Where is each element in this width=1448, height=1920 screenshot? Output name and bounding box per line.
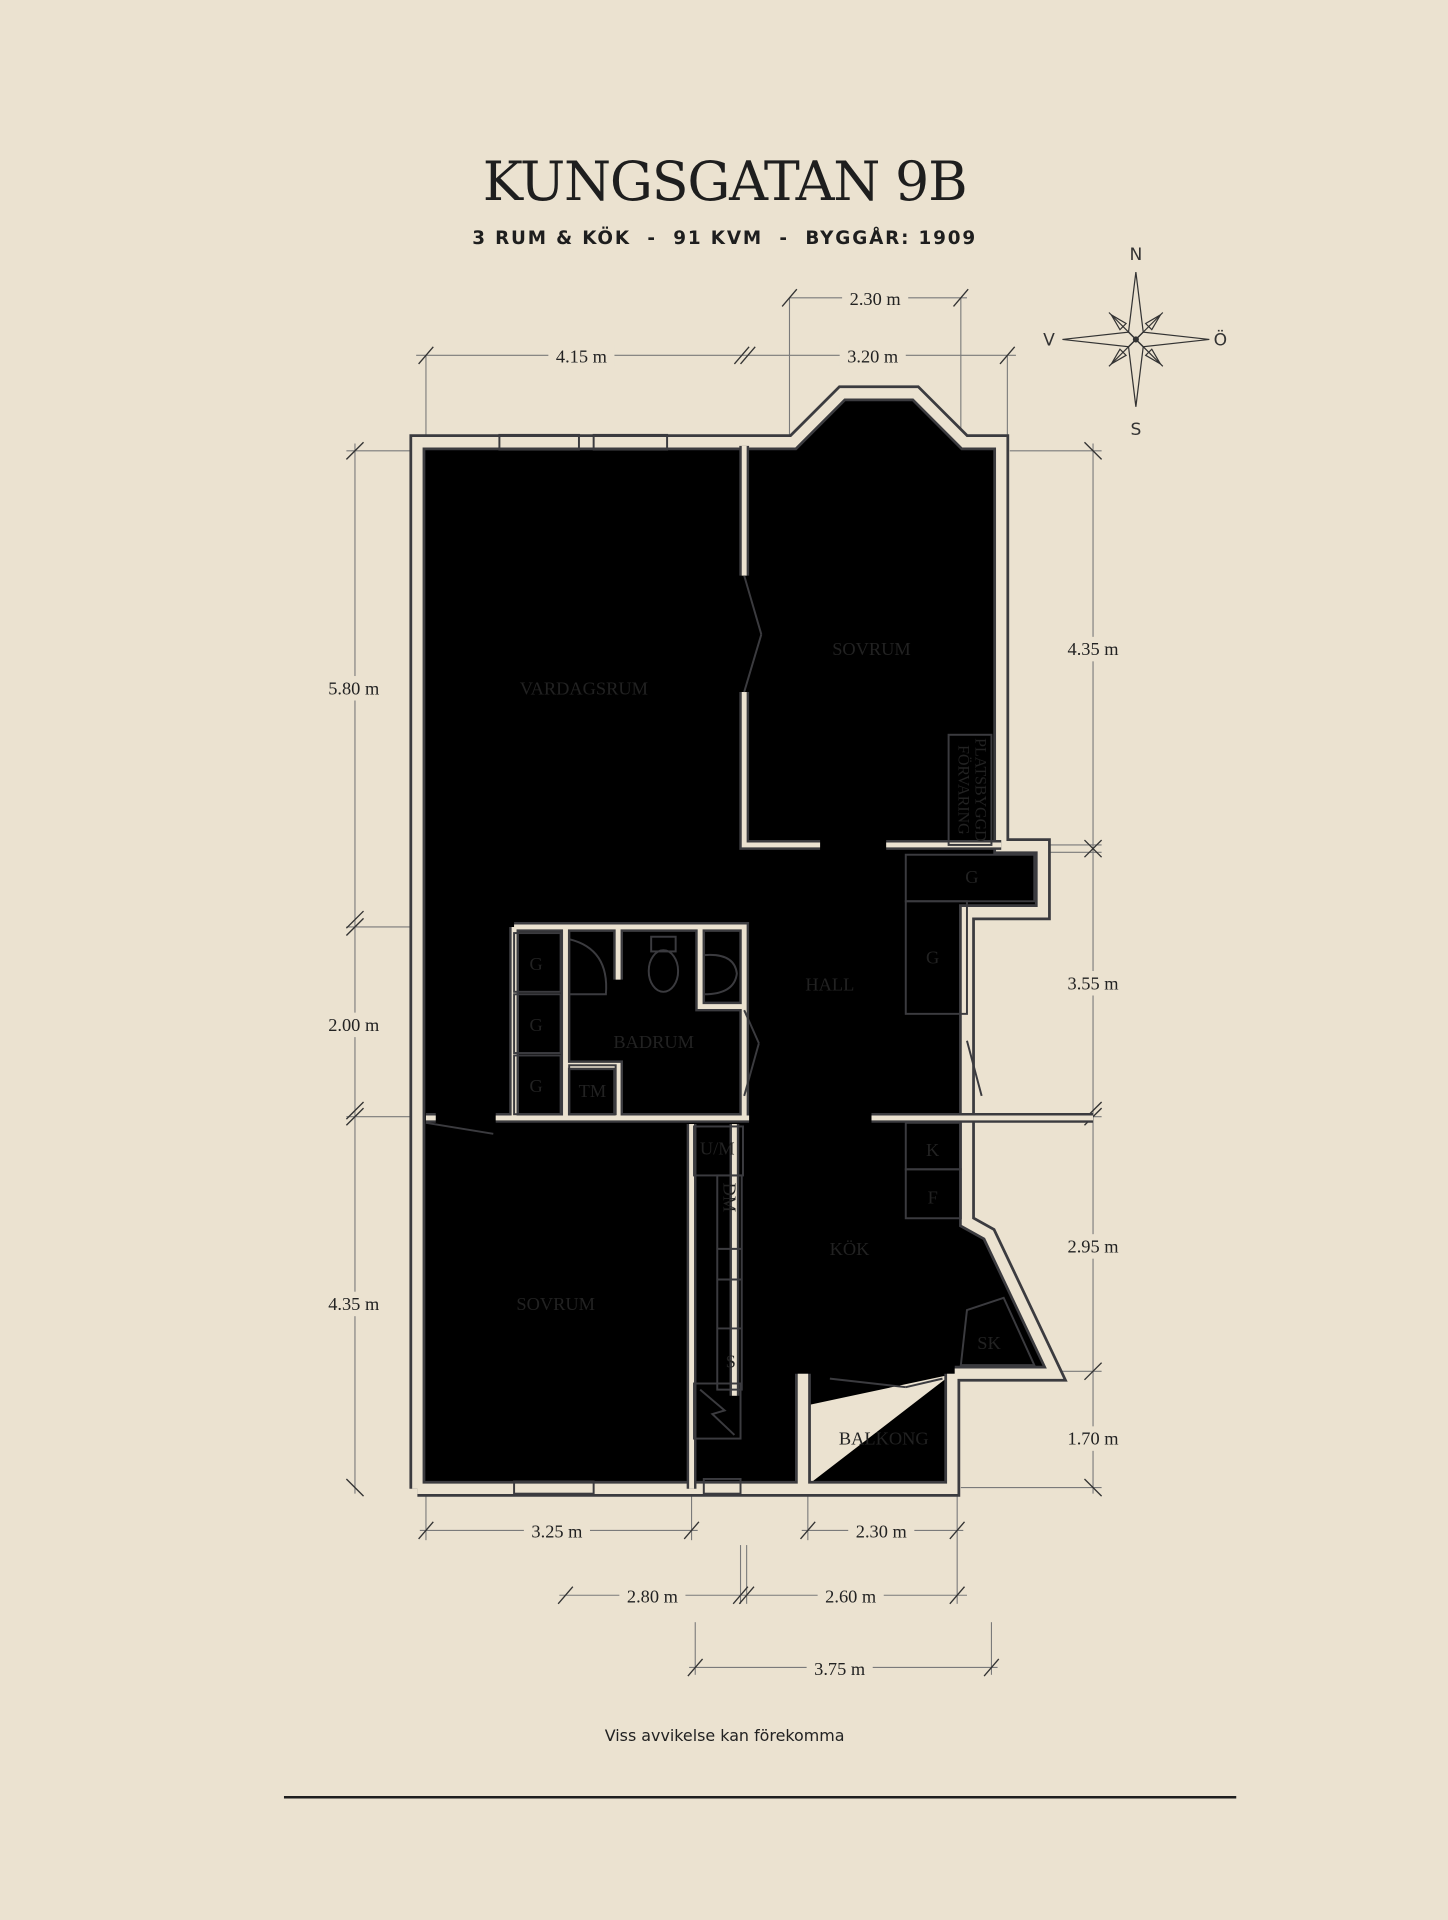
room-balkong: BALKONG	[839, 1429, 929, 1449]
closet-g: G	[529, 1015, 542, 1035]
closet-g: G	[926, 948, 939, 968]
dim-bottom-1a: 3.25 m	[531, 1522, 582, 1542]
compass-rose-icon	[1062, 272, 1210, 407]
dishwasher-dm: DM	[719, 1183, 739, 1213]
room-vardagsrum: VARDAGSRUM	[520, 678, 648, 698]
room-sovrum-bottom: SOVRUM	[516, 1294, 595, 1314]
dim-bottom-2b: 2.60 m	[825, 1587, 876, 1607]
freezer-f: F	[928, 1188, 938, 1208]
sink-s: S	[726, 1352, 736, 1372]
dim-bottom-3: 3.75 m	[814, 1659, 865, 1679]
storage-label-2: FÖRVARING	[954, 745, 972, 834]
storage-label-1: PLATSBYGGD	[972, 738, 989, 841]
dim-bottom-1b: 2.30 m	[856, 1522, 907, 1542]
closet-g: G	[529, 1076, 542, 1096]
washing-machine-tm: TM	[579, 1081, 607, 1101]
compass-north: N	[1129, 245, 1142, 265]
dim-top-bay: 2.30 m	[850, 289, 901, 309]
room-sovrum-top: SOVRUM	[832, 639, 911, 659]
dim-right-2: 3.55 m	[1068, 973, 1119, 993]
compass-west: V	[1043, 331, 1055, 351]
subtitle: 3 RUM & KÖK - 91 KVM - BYGGÅR: 1909	[472, 226, 977, 249]
room-badrum: BADRUM	[613, 1032, 694, 1052]
compass-east: Ö	[1214, 329, 1227, 351]
dim-left-3: 4.35 m	[328, 1294, 379, 1314]
room-kok: KÖK	[830, 1239, 871, 1259]
fridge-k: K	[926, 1140, 940, 1160]
dim-right-4: 1.70 m	[1068, 1429, 1119, 1449]
dim-left-1: 5.80 m	[328, 678, 379, 698]
dim-bottom-2a: 2.80 m	[627, 1587, 678, 1607]
dim-top-right: 3.20 m	[847, 347, 898, 367]
doors-and-details	[425, 433, 1036, 1495]
oven-um: U/M	[700, 1139, 735, 1159]
dim-right-3: 2.95 m	[1068, 1237, 1119, 1257]
dim-left-2: 2.00 m	[328, 1015, 379, 1035]
closet-g: G	[529, 954, 542, 974]
compass-south: S	[1130, 420, 1141, 440]
dim-right-1: 4.35 m	[1068, 639, 1119, 659]
cabinet-sk: SK	[977, 1333, 1001, 1353]
room-hall: HALL	[805, 975, 854, 995]
dim-top-left: 4.15 m	[556, 347, 607, 367]
page-title: KUNGSGATAN 9B	[483, 150, 967, 213]
disclaimer: Viss avvikelse kan förekomma	[605, 1726, 845, 1745]
closet-g: G	[965, 867, 978, 887]
